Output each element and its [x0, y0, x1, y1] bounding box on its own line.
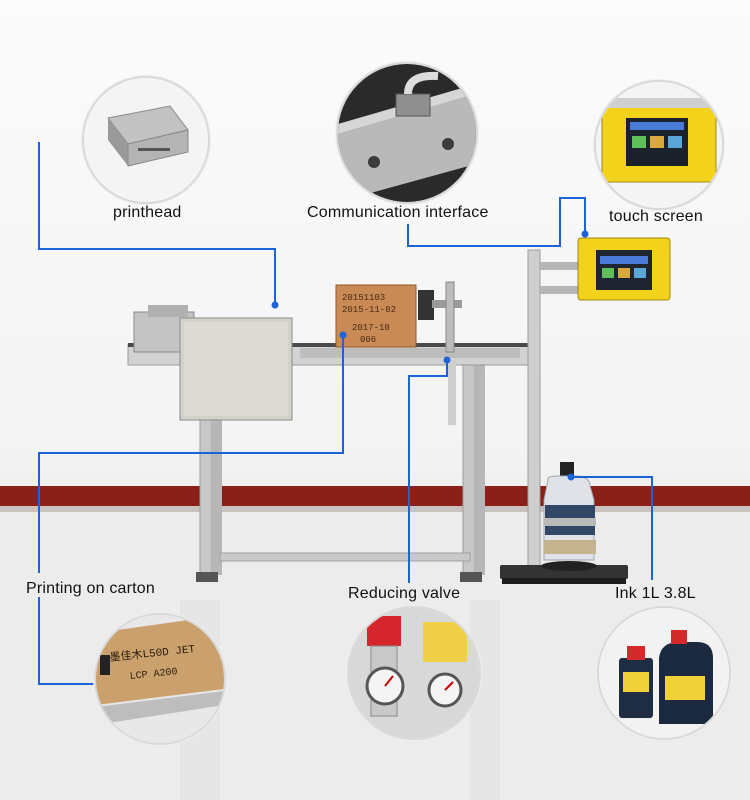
- printing-on-carton-closeup: 墨佳木L50D JET LCP A200: [94, 613, 226, 745]
- wall-stripe: [0, 486, 750, 506]
- carton-print-line4: 006: [360, 335, 376, 345]
- printhead-mount: [418, 281, 462, 425]
- touch-screen-unit: [577, 237, 671, 301]
- label-communication-interface: Communication interface: [307, 204, 489, 221]
- label-printing-on-carton: Printing on carton: [26, 580, 156, 597]
- communication-interface-closeup: [336, 62, 478, 204]
- carton-print-line1: 20151103: [342, 293, 385, 303]
- ink-bottles-closeup: [597, 606, 731, 740]
- printhead-closeup: [82, 76, 210, 204]
- carton-print-line2: 2015-11-02: [342, 305, 396, 315]
- wall-baseboard: [0, 506, 750, 512]
- touch-screen-closeup: [594, 80, 724, 210]
- ink-bottle: [541, 462, 597, 571]
- label-ink: Ink 1L 3.8L: [615, 585, 696, 602]
- reducing-valve-closeup: [347, 606, 481, 740]
- carton: 20151103 2015-11-02 2017-10 006: [335, 284, 417, 348]
- closeup-print-line2: LCP A200: [129, 667, 178, 683]
- label-touch-screen: touch screen: [609, 208, 704, 225]
- label-printhead: printhead: [113, 204, 182, 221]
- carton-print-line3: 2017-10: [352, 323, 390, 333]
- label-reducing-valve: Reducing valve: [348, 585, 461, 602]
